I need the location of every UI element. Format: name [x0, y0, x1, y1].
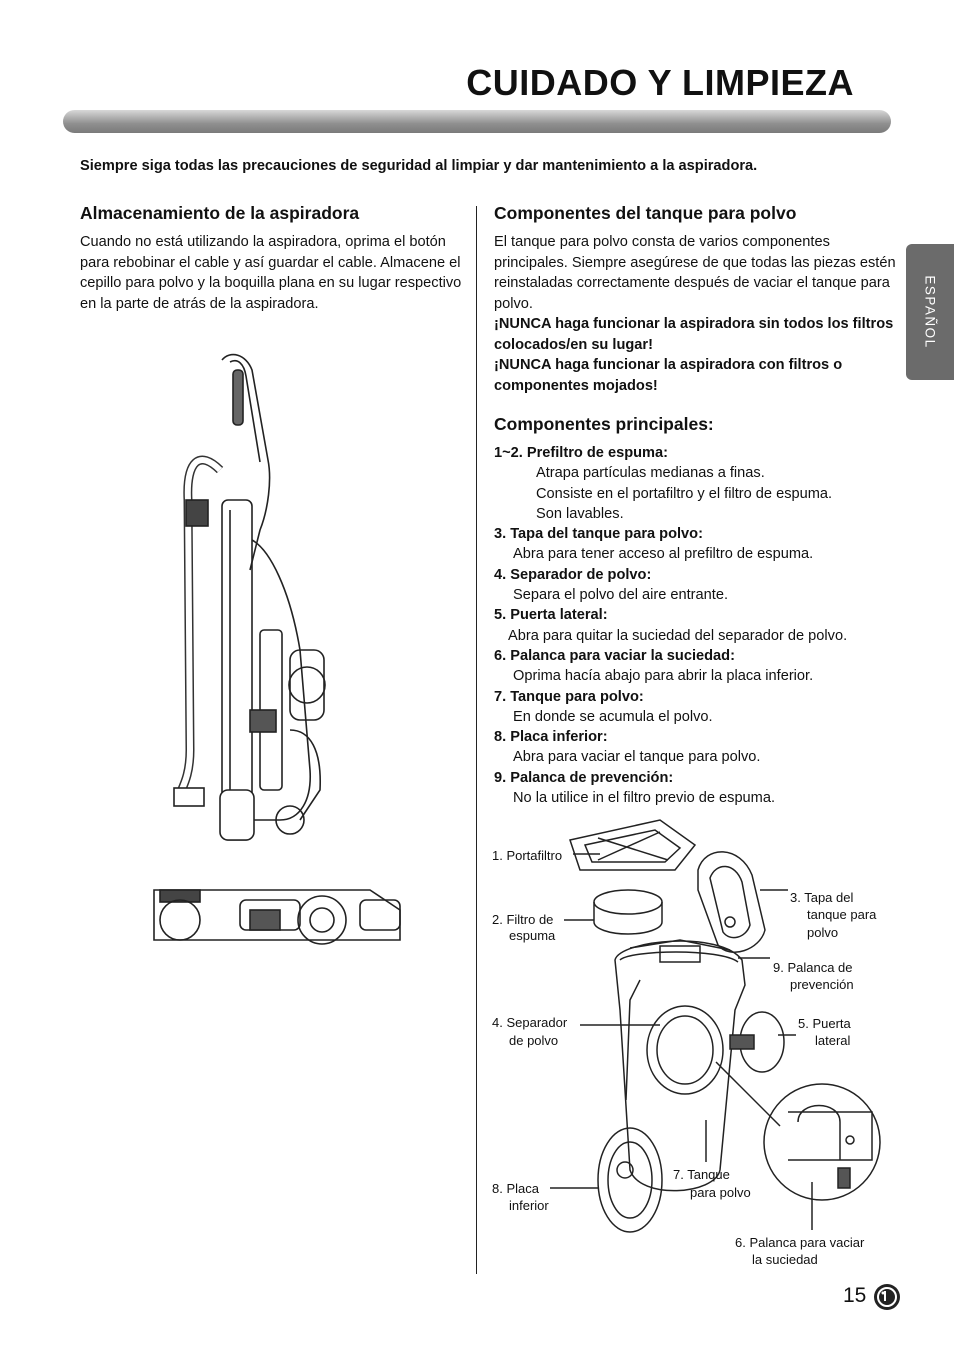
safety-intro: Siempre siga todas las precauciones de s…: [80, 158, 758, 174]
language-tab-label: ESPAÑOL: [922, 275, 938, 349]
diagram-label-filter-holder: 1. Portafiltro: [492, 848, 563, 863]
diagram-label-side-door: 5. Puerta: [798, 1016, 851, 1031]
dust-tank-section: Componentes del tanque para polvo El tan…: [494, 203, 899, 808]
diagram-label-dust-separator: de polvo: [509, 1033, 559, 1048]
diagram-label-tank-lid: polvo: [807, 925, 839, 940]
component-title: 3. Tapa del tanque para polvo:: [494, 526, 703, 543]
column-divider: [476, 206, 477, 1274]
warning-filters: ¡NUNCA haga funcionar la aspiradora sin …: [494, 316, 894, 353]
page-number: 15: [843, 1284, 867, 1307]
warning-wet: ¡NUNCA haga funcionar la aspiradora con …: [494, 357, 843, 394]
storage-body: Cuando no está utilizando la aspiradora,…: [80, 234, 462, 312]
component-title: 8. Placa inferior:: [494, 729, 608, 746]
component-desc: Separa el polvo del aire entrante.: [513, 587, 728, 604]
diagram-label-dirt-release-lever: la suciedad: [752, 1252, 818, 1267]
dust-tank-heading: Componentes del tanque para polvo: [494, 203, 797, 223]
dust-tank-diagram: [550, 819, 881, 1233]
dust-tank-body: El tanque para polvo consta de varios co…: [494, 234, 896, 312]
storage-heading: Almacenamiento de la aspiradora: [80, 203, 360, 223]
component-title: 7. Tanque para polvo:: [494, 688, 644, 705]
component-desc: Atrapa partículas medianas a finas.: [536, 465, 765, 482]
diagram-label-bottom-plate: 8. Placa: [492, 1181, 539, 1196]
diagram-label-foam-filter: espuma: [509, 928, 556, 943]
component-desc: No la utilice in el filtro previo de esp…: [513, 790, 776, 807]
component-desc: Abra para tener acceso al prefiltro de e…: [513, 546, 814, 563]
vacuum-illustration: [153, 353, 401, 945]
diagram-label-prevention-lever: prevención: [790, 977, 854, 992]
diagram-label-side-door: lateral: [815, 1033, 851, 1048]
component-title: 4. Separador de polvo:: [494, 566, 652, 583]
component-title: 9. Palanca de prevención:: [494, 769, 674, 786]
storage-section: Almacenamiento de la aspiradora Cuando n…: [80, 203, 465, 314]
lg-logo-icon: [874, 1284, 900, 1310]
main-components-heading: Componentes principales:: [494, 414, 714, 434]
diagram-label-foam-filter: 2. Filtro de: [492, 912, 554, 927]
component-desc: Son lavables.: [536, 505, 624, 522]
diagram-label-tank-lid: 3. Tapa del: [790, 890, 854, 905]
language-tab: ESPAÑOL: [906, 244, 954, 380]
component-title: 6. Palanca para vaciar la suciedad:: [494, 647, 735, 664]
diagram-label-dust-tank: 7. Tanque: [673, 1167, 730, 1182]
diagram-label-dust-separator: 4. Separador: [492, 1015, 568, 1030]
diagram-label-bottom-plate: inferior: [509, 1198, 549, 1213]
components-list: 1~2. Prefiltro de espuma: Atrapa partícu…: [494, 443, 899, 808]
page-title: CUIDADO Y LIMPIEZA: [466, 62, 854, 103]
component-desc: Abra para vaciar el tanque para polvo.: [513, 749, 761, 766]
component-title: 1~2. Prefiltro de espuma:: [494, 445, 668, 461]
diagram-label-tank-lid: tanque para: [807, 907, 877, 922]
component-desc: Oprima hacía abajo para abrir la placa i…: [513, 668, 814, 685]
diagram-label-dirt-release-lever: 6. Palanca para vaciar: [735, 1235, 865, 1250]
component-desc: Consiste en el portafiltro y el filtro d…: [536, 485, 833, 502]
diagram-label-prevention-lever: 9. Palanca de: [773, 960, 853, 975]
component-title: 5. Puerta lateral:: [494, 607, 608, 624]
component-desc: Abra para quitar la suciedad del separad…: [508, 627, 848, 644]
diagram-label-dust-tank: para polvo: [690, 1185, 751, 1200]
component-desc: En donde se acumula el polvo.: [513, 708, 713, 725]
title-bar-divider: [63, 110, 891, 133]
